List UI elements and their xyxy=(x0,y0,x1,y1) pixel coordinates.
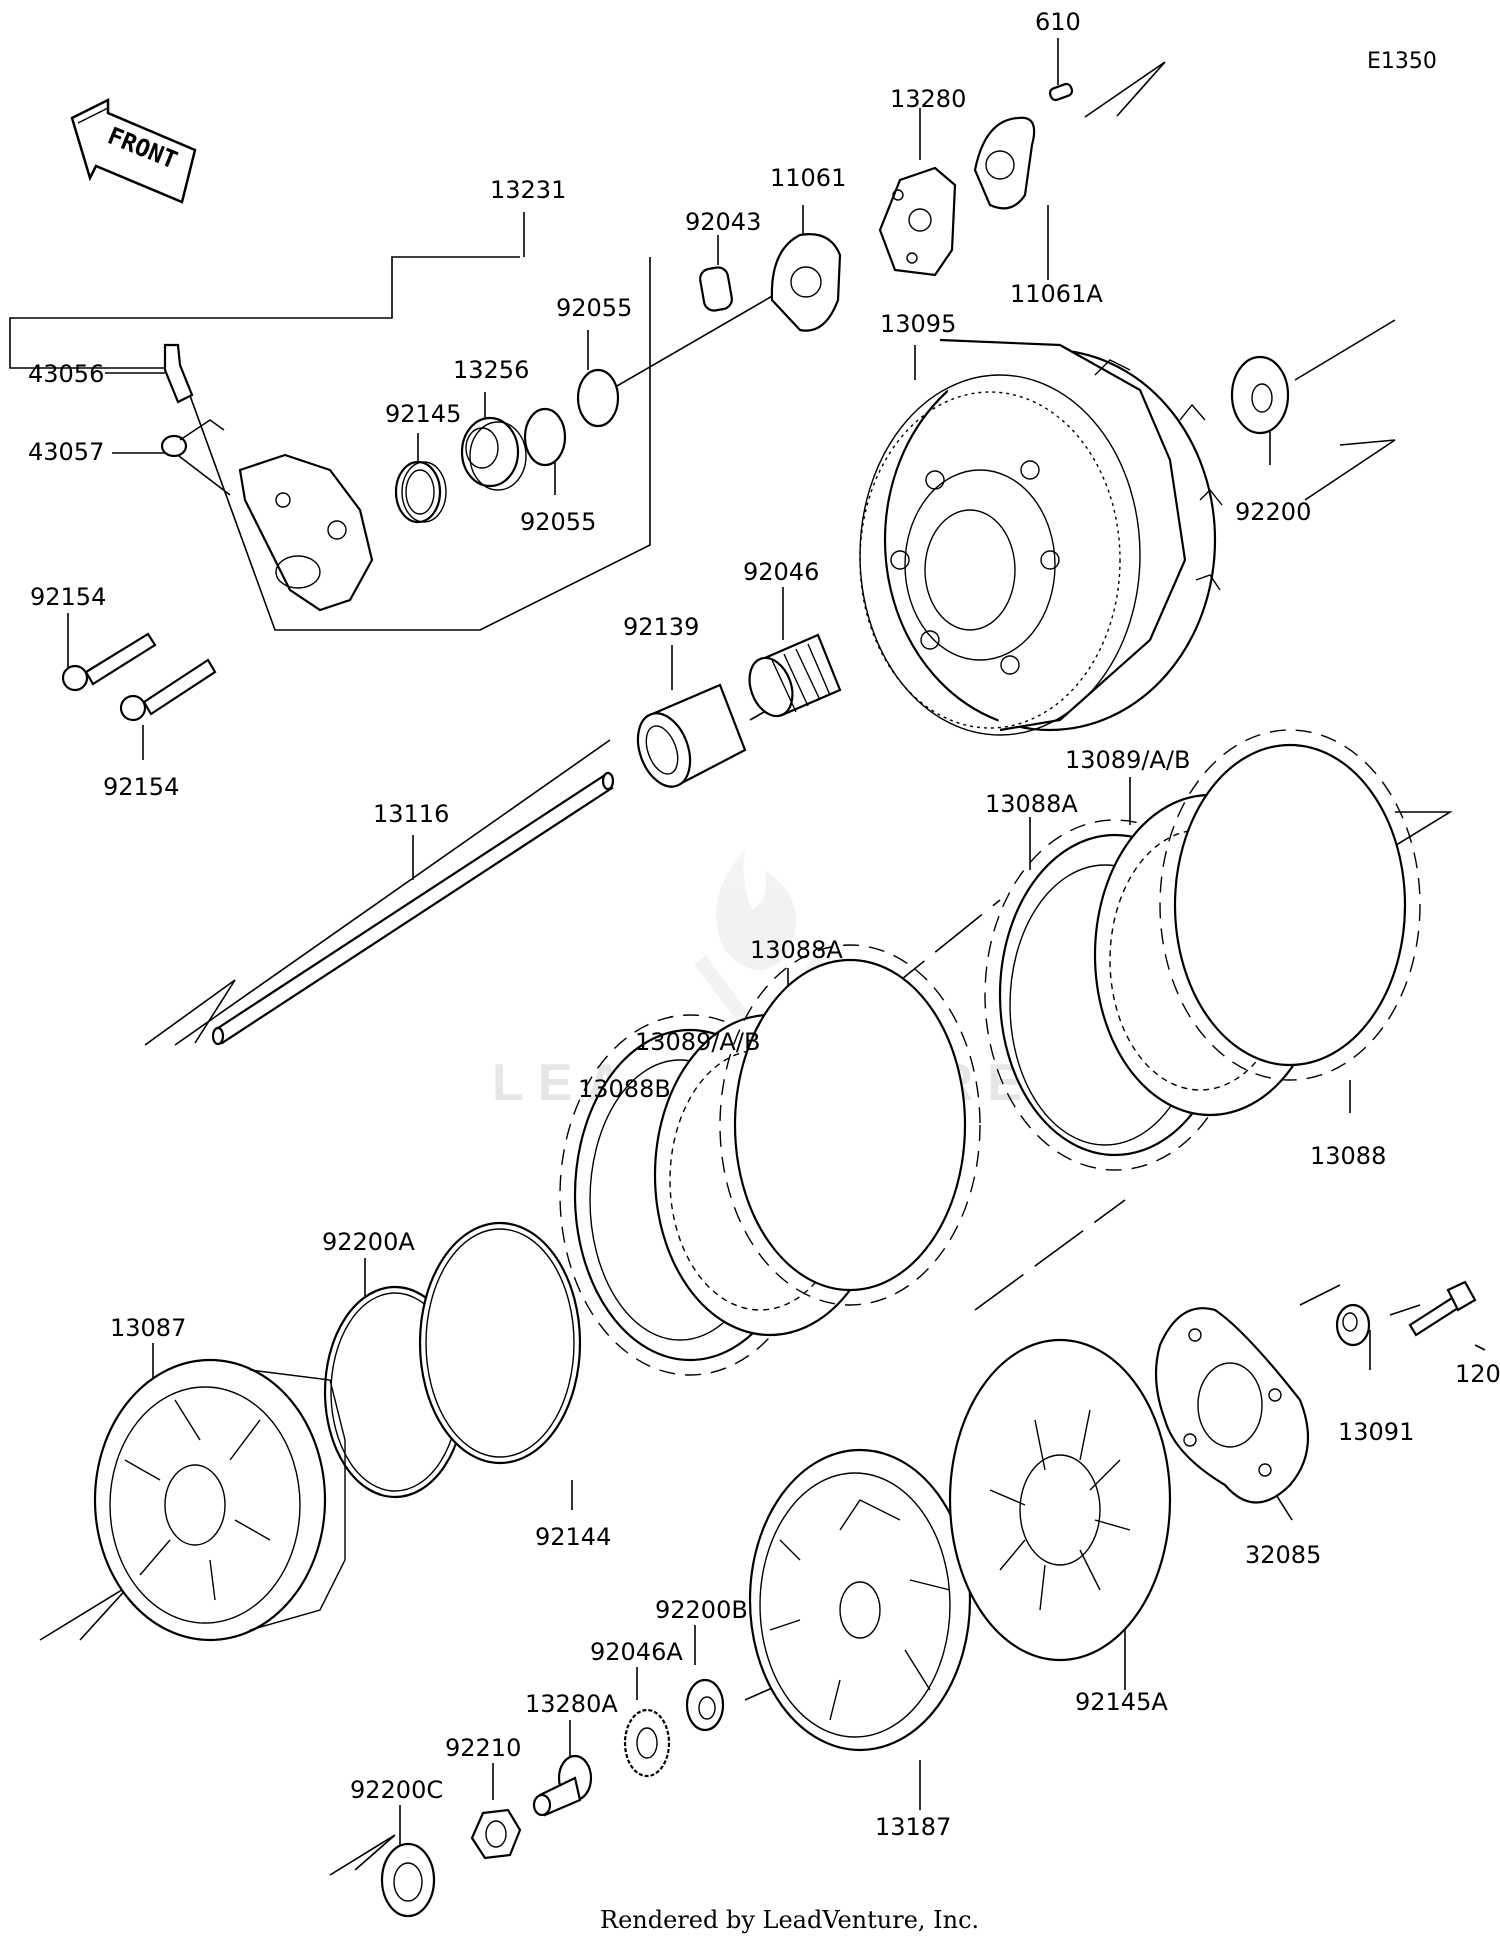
bolt-120 xyxy=(1408,1280,1477,1337)
washer-92200 xyxy=(1230,355,1290,435)
friction-plate-13088-right xyxy=(1159,729,1421,1081)
bearing-13256 xyxy=(460,416,527,491)
dowel-92043 xyxy=(699,266,733,312)
collar-13091 xyxy=(1335,1303,1371,1347)
push-rod-13116 xyxy=(211,771,615,1046)
label-13256: 13256 xyxy=(453,356,529,384)
nut-92210 xyxy=(470,1808,522,1860)
label-92055-lower: 92055 xyxy=(520,508,596,536)
ring-92144 xyxy=(418,1221,582,1465)
bushing-92139 xyxy=(636,683,747,788)
label-92046A: 92046A xyxy=(590,1638,683,1666)
label-13088: 13088 xyxy=(1310,1142,1386,1170)
label-92200: 92200 xyxy=(1235,498,1311,526)
washer-92200B xyxy=(685,1678,725,1732)
label-92200C: 92200C xyxy=(350,1776,443,1804)
cap-43057 xyxy=(160,419,225,458)
label-13089-middle: 13089/A/B xyxy=(635,1028,760,1056)
pusher-13280A xyxy=(532,1754,593,1817)
label-43057: 43057 xyxy=(28,438,104,466)
pin-610 xyxy=(1048,82,1074,102)
label-92145: 92145 xyxy=(385,400,461,428)
needle-bearing-92046 xyxy=(748,633,842,718)
label-610: 610 xyxy=(1035,8,1081,36)
cover-13280 xyxy=(878,166,957,277)
label-92210: 92210 xyxy=(445,1734,521,1762)
washer-92200C xyxy=(380,1842,436,1918)
clutch-housing-13095 xyxy=(859,338,1223,736)
label-92154-lower: 92154 xyxy=(103,773,179,801)
slave-cylinder-13231 xyxy=(238,453,374,612)
spring-plate-92145A xyxy=(948,1338,1172,1662)
label-92200B: 92200B xyxy=(655,1596,748,1624)
friction-plate-13088A-middle xyxy=(719,944,981,1306)
label-11061: 11061 xyxy=(770,164,846,192)
diagram-code: E1350 xyxy=(1367,49,1437,74)
bolt-92154-lower xyxy=(119,658,217,722)
label-13091: 13091 xyxy=(1338,1418,1414,1446)
gasket-11061A xyxy=(973,116,1036,210)
label-92145A: 92145A xyxy=(1075,1688,1168,1716)
label-13280: 13280 xyxy=(890,85,966,113)
bolt-92154-upper xyxy=(61,632,157,692)
label-92046: 92046 xyxy=(743,558,819,586)
label-92043: 92043 xyxy=(685,208,761,236)
label-13087: 13087 xyxy=(110,1314,186,1342)
label-13095: 13095 xyxy=(880,310,956,338)
label-92055-top: 92055 xyxy=(556,294,632,322)
label-13089-right: 13089/A/B xyxy=(1065,746,1190,774)
assembly-bracket-13231 xyxy=(9,256,651,631)
label-13088A-middle: 13088A xyxy=(750,936,843,964)
label-92200A: 92200A xyxy=(322,1228,415,1256)
label-13231: 13231 xyxy=(490,176,566,204)
bleeder-43056 xyxy=(163,343,194,404)
lifter-plate-32085 xyxy=(1154,1307,1310,1504)
label-13088B: 13088B xyxy=(578,1075,671,1103)
label-92154-upper: 92154 xyxy=(30,583,106,611)
label-43056: 43056 xyxy=(28,360,104,388)
bearing-92046A xyxy=(623,1708,671,1778)
label-120: 120 xyxy=(1455,1360,1500,1388)
part-labels: 610 13280 11061 11061A 13231 92043 92055… xyxy=(28,8,1500,1841)
label-92144: 92144 xyxy=(535,1523,611,1551)
label-13187: 13187 xyxy=(875,1813,951,1841)
footer-credit: Rendered by LeadVenture, Inc. xyxy=(600,1906,979,1934)
label-11061A: 11061A xyxy=(1010,280,1103,308)
pressure-plate-13187 xyxy=(748,1448,972,1752)
oring-92055-top xyxy=(576,368,620,428)
label-92139: 92139 xyxy=(623,613,699,641)
clutch-hub-13087 xyxy=(93,1358,346,1642)
gasket-11061 xyxy=(770,233,842,332)
spring-92145 xyxy=(394,460,447,524)
label-13280A: 13280A xyxy=(525,1690,618,1718)
front-arrow-icon: FRONT xyxy=(70,97,197,204)
label-32085: 32085 xyxy=(1245,1541,1321,1569)
label-13116: 13116 xyxy=(373,800,449,828)
oring-92055-lower xyxy=(523,407,567,467)
label-13088A-right: 13088A xyxy=(985,790,1078,818)
